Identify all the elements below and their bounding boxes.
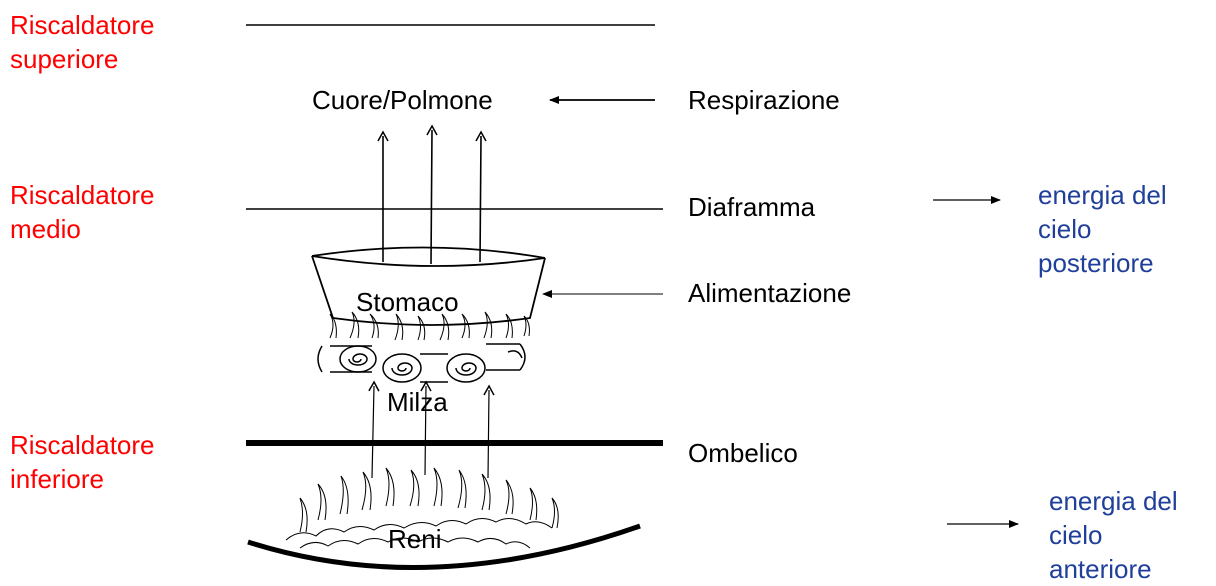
middle-heater-label: Riscaldatore medio [10,178,155,246]
kidney-dish [248,526,640,567]
spleen-label: Milza [387,385,448,419]
anterior-energy-label: energia del cielo anteriore [1049,484,1178,586]
kidneys-label: Reni [388,522,441,556]
posterior-energy-label: energia del cielo posteriore [1038,178,1167,280]
breathing-label: Respirazione [688,83,840,117]
lower-heater-label: Riscaldatore inferiore [10,428,155,496]
stomach-label: Stomaco [356,285,459,319]
qi-rising-arrows [383,130,481,264]
diaphragm-label: Diaframma [688,190,815,224]
navel-label: Ombelico [688,436,798,470]
upper-heater-label: Riscaldatore superiore [10,8,155,76]
firewood-logs [318,344,525,382]
food-label: Alimentazione [688,276,851,310]
heart-lung-label: Cuore/Polmone [312,83,493,117]
